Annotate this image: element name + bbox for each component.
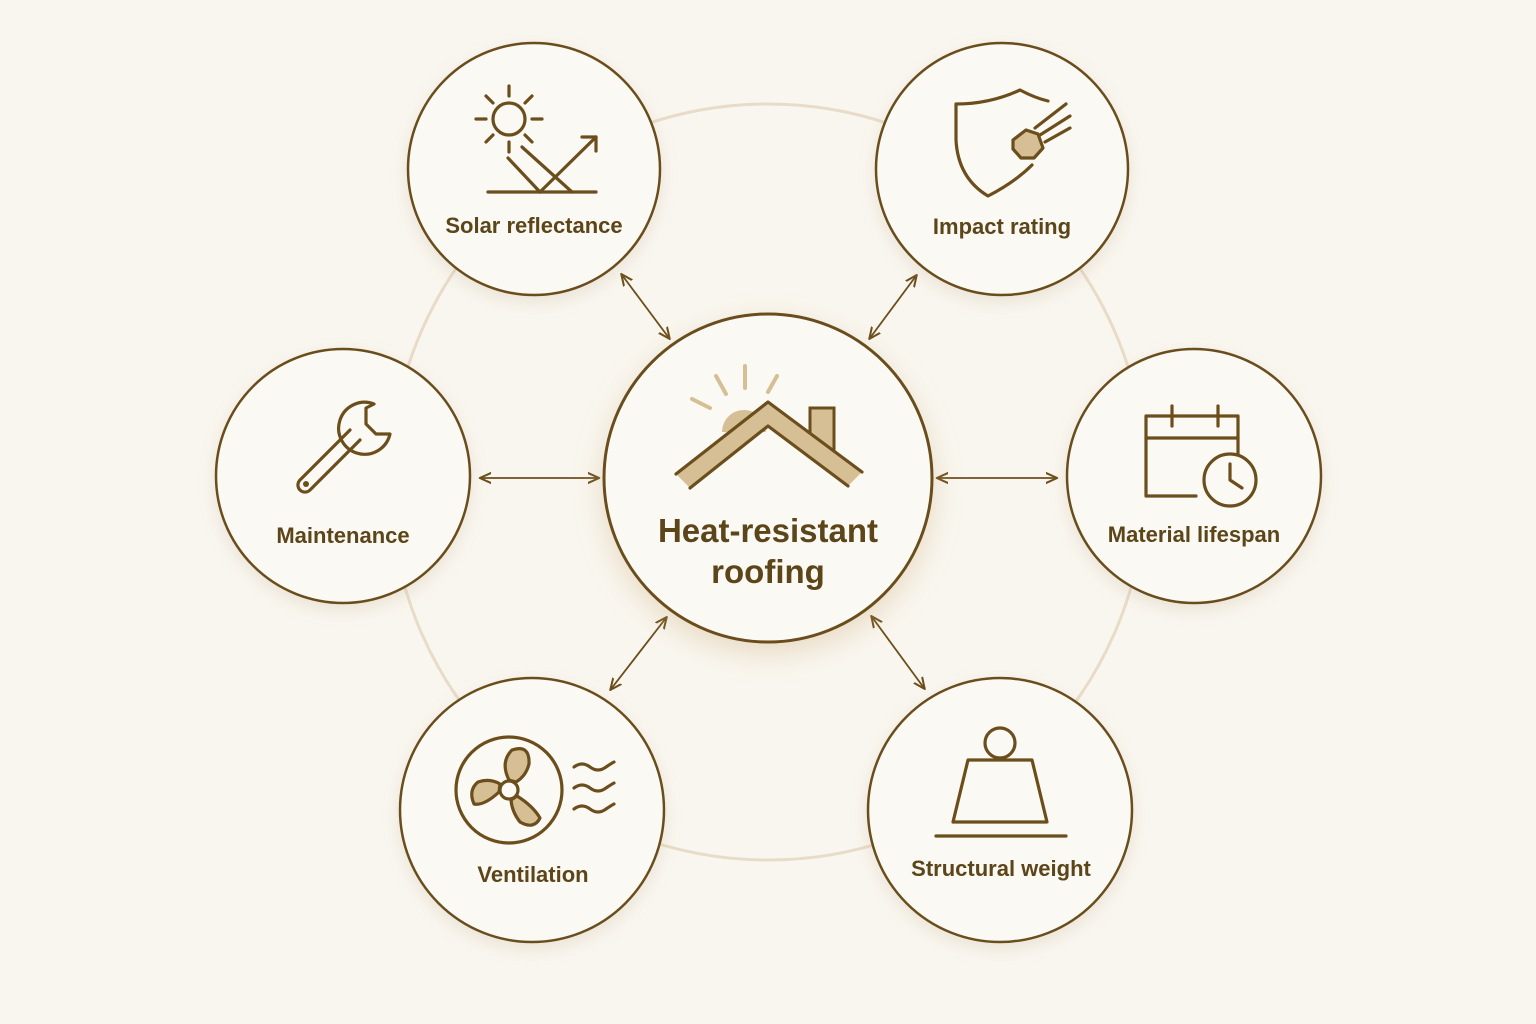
center-node: Heat-resistant roofing: [602, 312, 934, 644]
node-circle: [866, 676, 1134, 944]
shield-hail-icon: [954, 88, 1072, 198]
node-label: Maintenance: [276, 523, 409, 548]
node-label: Ventilation: [477, 862, 588, 887]
sun-reflection-icon: [474, 84, 598, 194]
node-structural-weight: Structural weight: [866, 676, 1134, 944]
node-maintenance: Maintenance: [214, 347, 472, 605]
house-roof-sun-icon: [674, 364, 864, 490]
node-circle: [214, 347, 472, 605]
node-label: Solar reflectance: [445, 213, 622, 238]
node-material-lifespan: Material lifespan: [1065, 347, 1323, 605]
center-circle: [602, 312, 934, 644]
node-label: Material lifespan: [1108, 522, 1280, 547]
center-title-line1: Heat-resistant: [658, 512, 878, 549]
connector-impact: [870, 276, 916, 338]
fan-icon: [454, 735, 616, 845]
node-ventilation: Ventilation: [398, 676, 666, 944]
connectors: [481, 275, 1056, 689]
node-circle: [874, 41, 1130, 297]
connector-ventilation: [611, 618, 666, 689]
weight-icon: [934, 726, 1068, 838]
node-label: Impact rating: [933, 214, 1071, 239]
node-impact-rating: Impact rating: [874, 41, 1130, 297]
node-circle: [1065, 347, 1323, 605]
connector-solar: [622, 275, 669, 338]
node-circle: [406, 41, 662, 297]
calendar-clock-icon: [1144, 404, 1258, 508]
wrench-icon: [296, 400, 392, 494]
node-solar-reflectance: Solar reflectance: [406, 41, 662, 297]
center-title-line2: roofing: [711, 553, 825, 590]
node-label: Structural weight: [911, 856, 1091, 881]
connector-weight: [872, 617, 924, 688]
